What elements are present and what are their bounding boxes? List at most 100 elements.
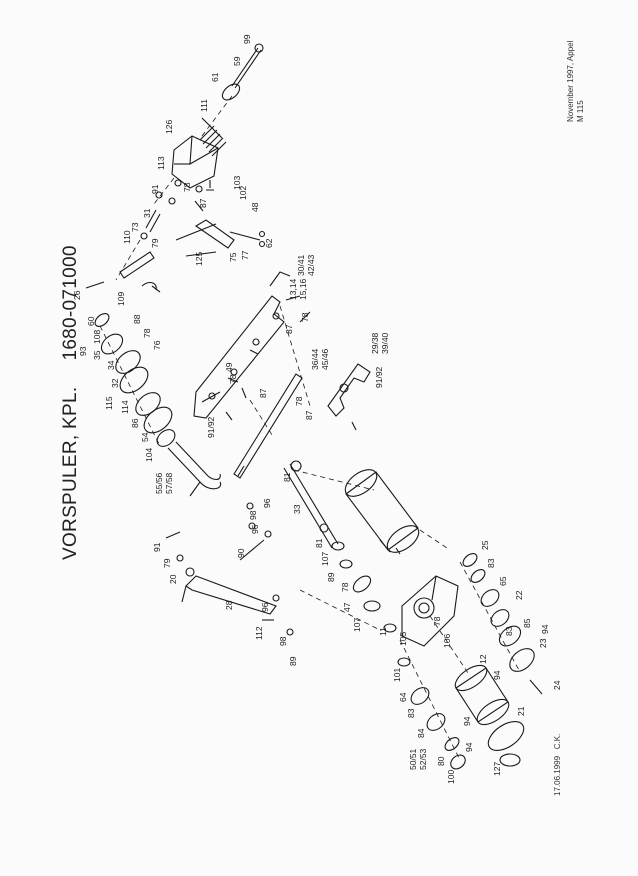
callout: 13,14 — [288, 278, 298, 300]
callout: 94 — [492, 670, 502, 680]
callout: 98 — [278, 636, 288, 646]
callout: 100 — [446, 770, 456, 784]
callout: 28 — [224, 600, 234, 610]
callout: 80 — [436, 756, 446, 766]
callout: 32 — [110, 378, 120, 388]
callout: 110 — [122, 230, 132, 244]
callout: 78 — [432, 616, 442, 626]
footer-note: 17.06.1999 C.K. — [553, 734, 562, 796]
callout: 57/58 — [164, 472, 174, 494]
callout: 42/43 — [306, 254, 316, 276]
callout: 59 — [232, 56, 242, 66]
callout: 48 — [250, 202, 260, 212]
callout: 25 — [480, 540, 490, 550]
callout: 104 — [144, 448, 154, 462]
callout: 94 — [464, 742, 474, 752]
callout: 83 — [504, 626, 514, 636]
callout: 54 — [140, 432, 150, 442]
callout: 87 — [258, 388, 268, 398]
callout: 125 — [194, 252, 204, 266]
callout: 94 — [462, 716, 472, 726]
callout: 89 — [326, 572, 336, 582]
callout: 114 — [120, 400, 130, 414]
callout: 84 — [416, 728, 426, 738]
callout: 77 — [240, 250, 250, 260]
callout: 91/92 — [206, 416, 216, 438]
callout-labels: 99 59 61 111 126 113 78 103 91 102 48 87… — [72, 34, 562, 784]
callout: 24 — [552, 680, 562, 690]
callout: 55/56 — [154, 472, 164, 494]
callout: 113 — [156, 156, 166, 170]
motor-body — [344, 469, 420, 555]
callout: 49 — [224, 362, 234, 372]
callout: 107 — [320, 552, 330, 566]
callout: 62 — [264, 238, 274, 248]
callout: 35 — [92, 350, 102, 360]
callout: 87 — [284, 324, 294, 334]
spring-111 — [199, 117, 227, 157]
callout: 81 — [282, 472, 292, 482]
callout: 15,16 — [298, 278, 308, 300]
callout: 96 — [262, 498, 272, 508]
callout: 79 — [162, 558, 172, 568]
revision-code: M 115 — [576, 100, 585, 122]
callout: 78 — [182, 182, 192, 192]
part-number: 1680-071000 — [60, 245, 81, 361]
callout: 64 — [398, 692, 408, 702]
callout: 34 — [106, 360, 116, 370]
callout: 111 — [199, 99, 209, 112]
callout: 26 — [72, 290, 82, 300]
callout: 106 — [442, 634, 452, 648]
callout: 78 — [142, 328, 152, 338]
callout: 20 — [168, 574, 178, 584]
callout: 87 — [198, 198, 208, 208]
callout: 83 — [406, 708, 416, 718]
callout: 127 — [492, 762, 502, 776]
footer-date: 17.06.1999 — [553, 755, 562, 796]
callout: 11 — [378, 627, 388, 636]
callout: 93 — [78, 346, 88, 356]
drawing-title: VORSPULER, KPL. 1680-071000 — [60, 245, 82, 560]
callout: 87 — [304, 410, 314, 420]
callout: 78 — [340, 582, 350, 592]
callout: 91/92 — [374, 366, 384, 388]
callout: 96 — [260, 602, 270, 612]
callout: 90 — [236, 548, 246, 558]
callout: 101 — [392, 668, 402, 682]
callout: 86 — [130, 418, 140, 428]
callout: 89 — [288, 656, 298, 666]
callout: 91 — [150, 184, 160, 194]
callout: 112 — [254, 626, 264, 640]
callout: 79 — [150, 238, 160, 248]
callout: 31 — [142, 208, 152, 218]
callout: 102 — [238, 186, 248, 200]
drawing-linework — [85, 43, 543, 770]
callout: 33 — [292, 504, 302, 514]
callout: 83 — [486, 558, 496, 568]
callout: 12 — [478, 654, 488, 664]
callout: 115 — [104, 396, 114, 410]
callout: 29/38 — [370, 332, 380, 354]
callout: 78 — [294, 396, 304, 406]
callout: 23 — [538, 638, 548, 648]
callout: 36/44 — [310, 348, 320, 370]
callout: 105 — [398, 632, 408, 646]
callout: 61 — [210, 72, 220, 82]
footer-initials: C.K. — [553, 733, 562, 750]
callout: 60 — [86, 316, 96, 326]
callout: 65 — [498, 576, 508, 586]
callout: 126 — [164, 120, 174, 134]
callout: 75 — [228, 252, 238, 262]
callout: 81 — [314, 538, 324, 548]
callout: 39/40 — [380, 332, 390, 354]
callout: 21 — [516, 706, 526, 716]
callout: 85 — [522, 618, 532, 628]
callout: 30/41 — [296, 254, 306, 276]
callout: 108 — [92, 330, 102, 344]
assembly-name: VORSPULER, KPL. — [60, 386, 81, 560]
callout: 52/53 — [418, 748, 428, 770]
revision-stamp: November 1997, Appel M 115 — [566, 41, 586, 122]
callout: 47 — [342, 602, 352, 612]
callout: 103 — [232, 176, 242, 190]
